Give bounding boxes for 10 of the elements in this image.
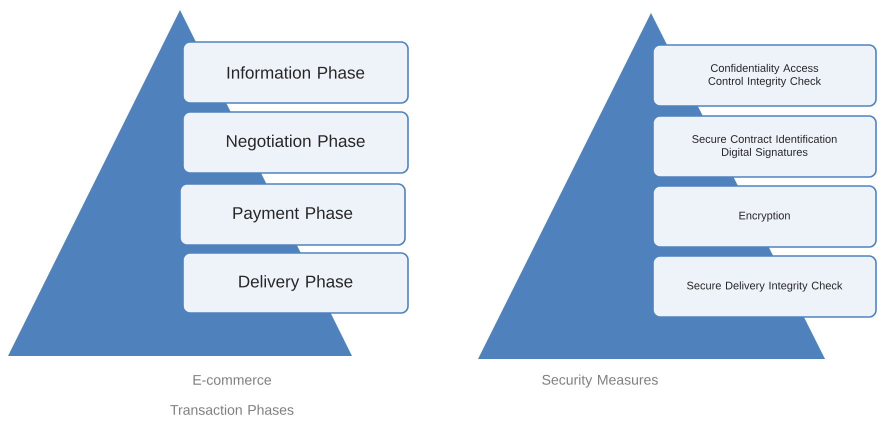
phase-box: Secure Delivery Integrity Check — [652, 255, 877, 318]
caption: E-commerce Transaction Phases — [170, 375, 294, 415]
phase-box: Payment Phase — [179, 183, 406, 246]
phase-box: Secure Contract Identification Digital Signatures — [652, 115, 877, 178]
phase-box: Encryption — [652, 185, 877, 248]
phase-box: Delivery Phase — [182, 252, 409, 314]
phase-box: Negotiation Phase — [182, 111, 409, 174]
phase-box: Information Phase — [182, 41, 409, 104]
phase-box: Confidentiality Access Control Integrity Check — [652, 44, 877, 107]
caption: Security Measures — [542, 374, 658, 388]
